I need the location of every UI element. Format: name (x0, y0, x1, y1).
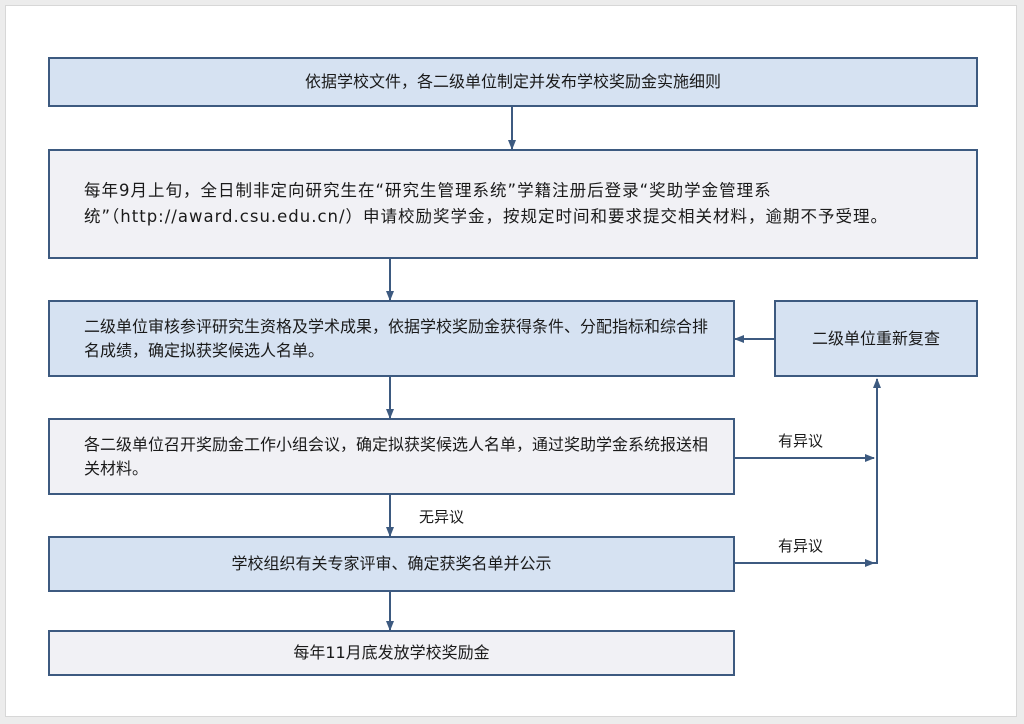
step-2-box: 每年9月上旬，全日制非定向研究生在“研究生管理系统”学籍注册后登录“奖助学金管理… (48, 149, 978, 259)
step-1-text: 依据学校文件，各二级单位制定并发布学校奖励金实施细则 (304, 72, 721, 91)
objection-label-2: 有异议 (778, 537, 824, 555)
flowchart-canvas: 依据学校文件，各二级单位制定并发布学校奖励金实施细则 每年9月上旬，全日制非定向… (5, 5, 1017, 717)
review-box: 二级单位重新复查 (774, 300, 978, 377)
step-4-text: 各二级单位召开奖励金工作小组会议，确定拟获奖候选人名单，通过奖助学金系统报送相关… (84, 434, 709, 478)
connector-objection-to-review (872, 378, 881, 564)
objection-label-1: 有异议 (778, 432, 824, 450)
review-text: 二级单位重新复查 (811, 328, 940, 348)
step-3-text: 二级单位审核参评研究生资格及学术成果，依据学校奖励金获得条件、分配指标和综合排名… (84, 316, 709, 360)
step-6-box: 每年11月底发放学校奖励金 (48, 630, 735, 676)
step-5-box: 学校组织有关专家评审、确定获奖名单并公示 (48, 536, 735, 592)
step-2-text: 每年9月上旬，全日制非定向研究生在“研究生管理系统”学籍注册后登录“奖助学金管理… (84, 181, 889, 226)
connector-layer (386, 107, 881, 631)
no-objection-label: 无异议 (419, 508, 465, 526)
step-5-text: 学校组织有关专家评审、确定获奖名单并公示 (231, 554, 552, 573)
step-3-box: 二级单位审核参评研究生资格及学术成果，依据学校奖励金获得条件、分配指标和综合排名… (48, 300, 735, 377)
step-1-box: 依据学校文件，各二级单位制定并发布学校奖励金实施细则 (48, 57, 978, 107)
step-4-box: 各二级单位召开奖励金工作小组会议，确定拟获奖候选人名单，通过奖助学金系统报送相关… (48, 418, 735, 495)
step-6-text: 每年11月底发放学校奖励金 (293, 643, 490, 662)
